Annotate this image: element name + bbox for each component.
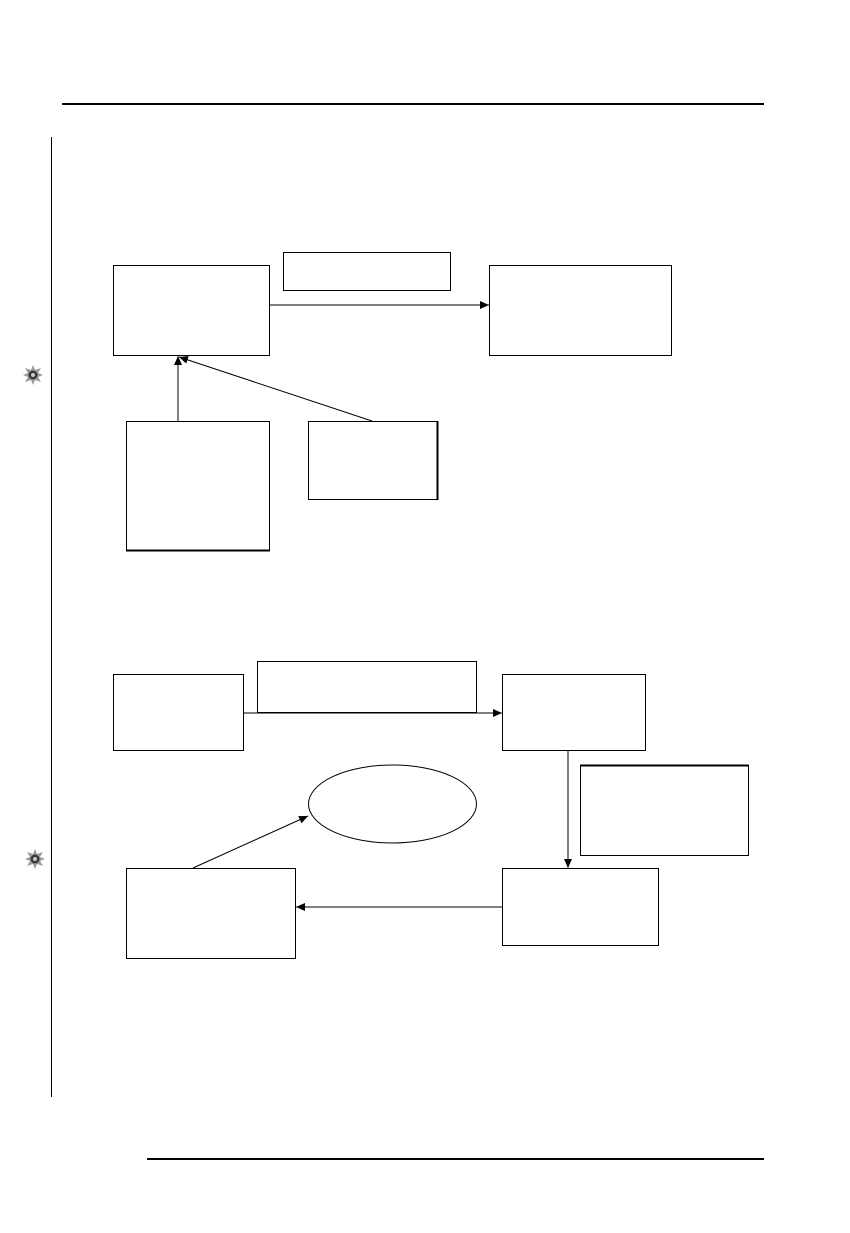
d1-target-box bbox=[489, 265, 672, 356]
d2-next-box bbox=[502, 868, 659, 946]
diagram-2 bbox=[113, 661, 749, 959]
d1-source-box bbox=[113, 265, 270, 356]
left-margin-rule bbox=[51, 137, 52, 1097]
d2-step-box bbox=[502, 674, 646, 751]
d1-input-left-box bbox=[126, 421, 270, 551]
d2-result-box bbox=[126, 868, 296, 959]
header-rule bbox=[62, 103, 764, 105]
d1-input-right-box bbox=[308, 421, 438, 500]
d2-start-box bbox=[113, 674, 244, 751]
d2-caption-box bbox=[257, 661, 477, 713]
gear-emblem-icon bbox=[23, 365, 43, 385]
d2-note-box bbox=[580, 765, 749, 856]
footer-rule bbox=[147, 1158, 764, 1160]
d1-caption-box bbox=[283, 252, 451, 291]
gear-emblem-icon bbox=[25, 849, 45, 869]
d2-arrow-result-ellipse bbox=[192, 815, 309, 869]
d1-arrow-right-input bbox=[178, 356, 373, 422]
diagram-1 bbox=[113, 252, 672, 552]
d2-ellipse bbox=[308, 764, 477, 844]
